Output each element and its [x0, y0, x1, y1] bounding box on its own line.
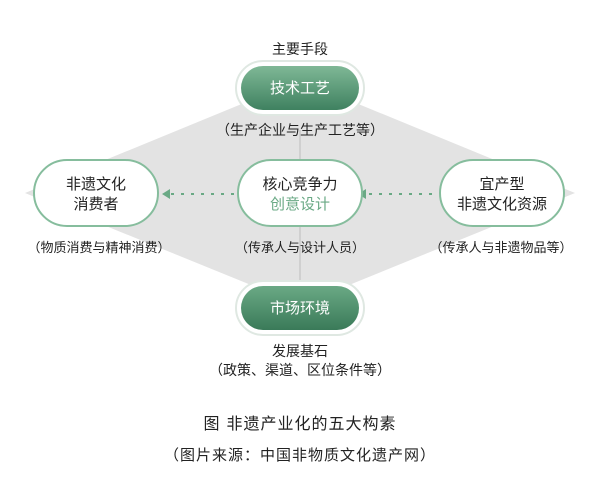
- center-node-line2: 创意设计: [269, 195, 330, 213]
- top-node-label: 技术工艺: [269, 79, 330, 97]
- right-node-box: [439, 159, 565, 227]
- bottom-node-label: 市场环境: [269, 299, 330, 317]
- center-node-line1: 核心竞争力: [262, 175, 338, 193]
- left-node-line2: 消费者: [73, 195, 119, 213]
- top-detail-label: （生产企业与生产工艺等）: [216, 123, 384, 139]
- arrowhead-center-to-left: [162, 189, 170, 199]
- left-node-box: [33, 159, 159, 227]
- center-detail-label: （传承人与设计人员）: [234, 241, 365, 256]
- figure-caption-source: （图片来源：中国非物质文化遗产网）: [163, 446, 436, 464]
- bottom-node-pill: [241, 286, 359, 330]
- figure-caption-title: 图 非遗产业化的五大构素: [203, 414, 397, 433]
- top-node-pill: [241, 66, 359, 110]
- bottom-detail-label: （政策、渠道、区位条件等）: [209, 363, 391, 379]
- left-node-line1: 非遗文化: [65, 175, 126, 193]
- right-detail-label: （传承人与非遗物品等）: [429, 241, 573, 256]
- center-node-box: [237, 159, 363, 227]
- left-detail-label: （物质消费与精神消费）: [27, 241, 171, 256]
- bottom-role-label: 发展基石: [272, 344, 328, 360]
- right-node-line1: 宜产型: [479, 175, 525, 193]
- right-node-line2: 非遗文化资源: [456, 195, 547, 213]
- top-role-label: 主要手段: [272, 42, 328, 58]
